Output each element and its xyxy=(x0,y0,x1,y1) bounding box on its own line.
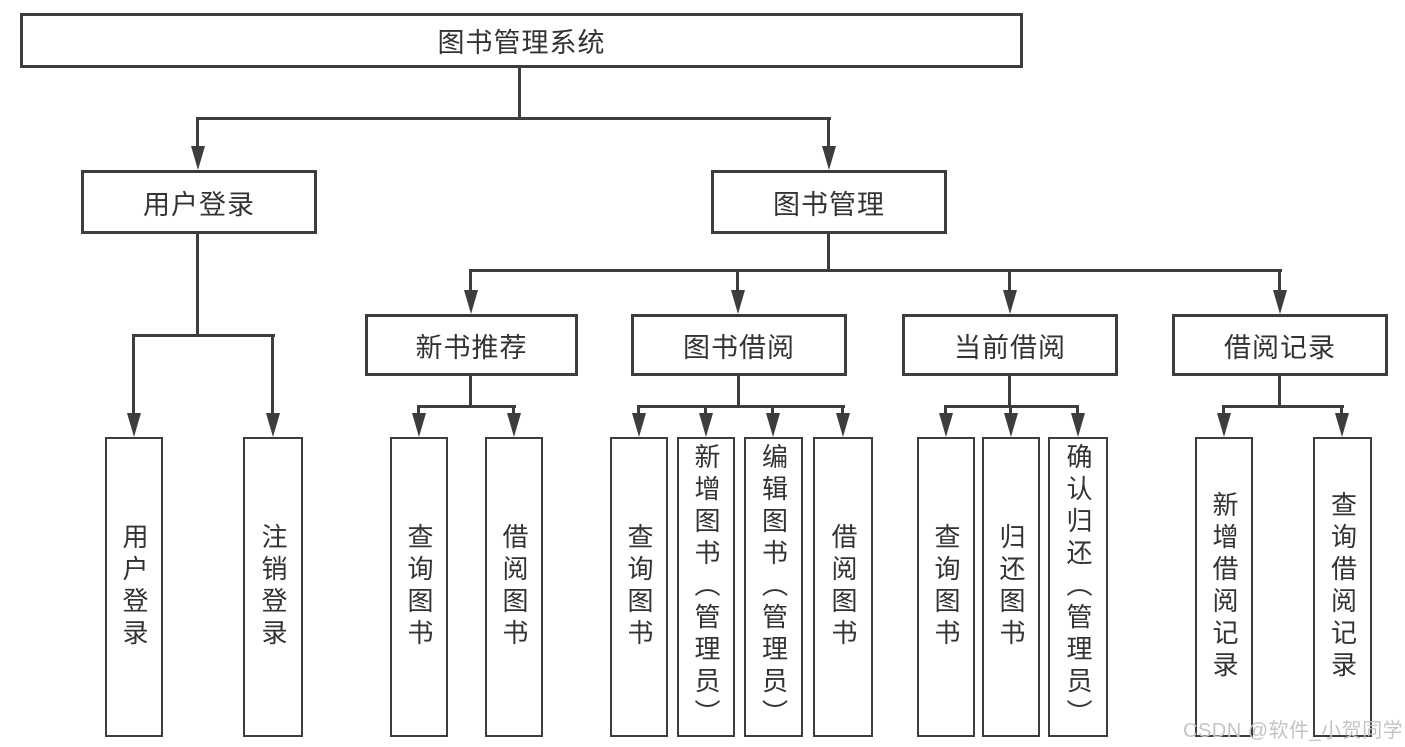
arrowhead xyxy=(1273,290,1287,314)
connector-line xyxy=(469,269,1282,272)
node-label: 新书推荐 xyxy=(415,332,528,363)
leaf-label: 借阅图书 xyxy=(828,523,858,651)
leaf-label: 新增借阅记录 xyxy=(1209,491,1239,683)
node-borrowing-records: 借阅记录 xyxy=(1172,314,1388,376)
leaf-query-books-borrowing: 查询图书 xyxy=(610,437,668,737)
connector-line xyxy=(1009,405,1012,417)
leaf-add-borrow-record: 新增借阅记录 xyxy=(1195,437,1253,737)
connector-line xyxy=(1076,405,1079,417)
node-library-management-system: 图书管理系统 xyxy=(20,13,1023,68)
connector-line xyxy=(518,68,521,119)
node-current-borrowing: 当前借阅 xyxy=(902,314,1118,376)
connector-line xyxy=(736,269,739,293)
node-label: 图书借阅 xyxy=(683,332,795,363)
arrowhead xyxy=(1003,290,1017,314)
connector-line xyxy=(737,375,740,408)
leaf-label: 编辑图书（管理员） xyxy=(758,443,789,731)
arrowhead xyxy=(127,413,141,437)
leaf-borrow-books-recommend: 借阅图书 xyxy=(485,437,543,737)
node-label: 图书管理系统 xyxy=(437,28,606,58)
leaf-label: 归还图书 xyxy=(996,523,1026,651)
connector-line xyxy=(1278,375,1281,408)
arrowhead xyxy=(1004,413,1018,437)
csdn-watermark: CSDN @软件_小贺同学 xyxy=(1183,720,1404,742)
connector-line xyxy=(771,405,774,417)
node-label: 借阅记录 xyxy=(1224,332,1336,363)
node-book-management: 图书管理 xyxy=(711,170,947,234)
connector-line xyxy=(417,405,516,408)
arrowhead xyxy=(507,413,521,437)
arrowhead xyxy=(731,290,745,314)
leaf-query-books-recommend: 查询图书 xyxy=(390,437,448,737)
connector-line xyxy=(417,405,420,417)
connector-line xyxy=(469,269,472,293)
leaf-label: 用户登录 xyxy=(119,523,149,651)
connector-line xyxy=(704,405,707,417)
leaf-label: 新增图书（管理员） xyxy=(691,443,721,731)
connector-line xyxy=(196,233,199,336)
leaf-add-book-admin: 新增图书（管理员） xyxy=(677,437,735,737)
connector-line xyxy=(1278,269,1281,293)
arrowhead xyxy=(632,413,646,437)
arrowhead xyxy=(836,413,850,437)
connector-line xyxy=(132,334,135,416)
arrowhead xyxy=(1335,413,1349,437)
connector-line xyxy=(132,334,275,337)
connector-line xyxy=(469,375,472,408)
connector-line xyxy=(196,117,199,149)
leaf-borrow-books-borrowing: 借阅图书 xyxy=(813,437,873,737)
connector-line xyxy=(637,405,845,408)
node-user-login-branch: 用户登录 xyxy=(81,170,317,234)
arrowhead xyxy=(191,146,205,170)
arrowhead xyxy=(412,413,426,437)
leaf-label: 注销登录 xyxy=(258,523,288,651)
connector-line xyxy=(1222,405,1344,408)
connector-line xyxy=(1008,375,1011,408)
connector-line xyxy=(827,117,830,149)
connector-line xyxy=(197,117,831,120)
node-label: 图书管理 xyxy=(773,189,885,220)
leaf-query-books-current: 查询图书 xyxy=(917,437,975,737)
leaf-user-login: 用户登录 xyxy=(105,437,163,737)
node-label: 当前借阅 xyxy=(954,332,1066,363)
arrowhead xyxy=(266,413,280,437)
leaf-label: 查询图书 xyxy=(404,523,434,651)
leaf-label: 借阅图书 xyxy=(499,523,529,651)
arrowhead xyxy=(822,146,836,170)
connector-line xyxy=(637,405,640,417)
connector-line xyxy=(1008,269,1011,293)
connector-line xyxy=(512,405,515,417)
connector-line xyxy=(271,334,274,416)
leaf-label: 查询借阅记录 xyxy=(1327,491,1358,683)
node-new-book-recommendation: 新书推荐 xyxy=(365,314,578,376)
arrowhead xyxy=(1217,413,1231,437)
node-label: 用户登录 xyxy=(143,189,255,220)
leaf-query-borrow-record: 查询借阅记录 xyxy=(1313,437,1372,737)
node-book-borrowing: 图书借阅 xyxy=(631,314,847,376)
arrowhead xyxy=(766,413,780,437)
connector-line xyxy=(1222,405,1225,417)
arrowhead xyxy=(699,413,713,437)
leaf-edit-book-admin: 编辑图书（管理员） xyxy=(744,437,803,737)
leaf-confirm-return-admin: 确认归还（管理员） xyxy=(1048,437,1108,737)
arrowhead xyxy=(1071,413,1085,437)
leaf-label: 查询图书 xyxy=(931,523,961,651)
leaf-label: 查询图书 xyxy=(624,523,654,651)
connector-line xyxy=(827,233,830,271)
connector-line xyxy=(944,405,947,417)
leaf-logout: 注销登录 xyxy=(243,437,303,737)
leaf-label: 确认归还（管理员） xyxy=(1063,443,1093,731)
arrowhead xyxy=(464,290,478,314)
arrowhead xyxy=(939,413,953,437)
connector-line xyxy=(1340,405,1343,417)
connector-line xyxy=(841,405,844,417)
leaf-return-books: 归还图书 xyxy=(982,437,1040,737)
